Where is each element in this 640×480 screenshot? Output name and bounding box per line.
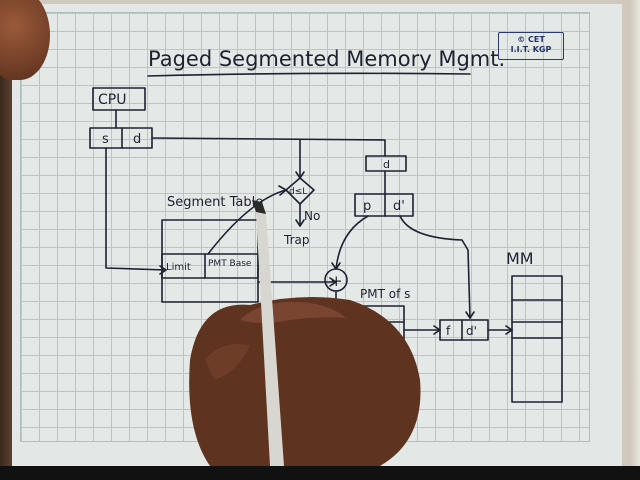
p-arrowhead: [331, 262, 341, 270]
cpu-label: CPU: [98, 92, 126, 108]
dprime-arrowhead: [465, 311, 475, 319]
trap-arrowhead: [295, 219, 305, 227]
dprime-to-physical-line: [399, 215, 471, 319]
offset-line: [151, 137, 386, 157]
physical-dprime-label: d': [466, 324, 477, 338]
frame-label: f: [446, 324, 451, 338]
stamp-line-2: I.I.T. KGP: [510, 45, 552, 54]
segment-table-entry: [161, 253, 259, 279]
pmt-of-s-label: PMT of s: [360, 287, 410, 301]
no-label: No: [304, 209, 320, 223]
d-box: [365, 155, 407, 172]
title-underline: [147, 72, 471, 77]
seg-d-label: d: [133, 132, 141, 147]
bottom-letterbox: [0, 466, 640, 480]
institution-stamp: © CET I.I.T. KGP: [498, 32, 564, 60]
adder-arrowhead: [329, 277, 337, 287]
segment-table-label: Segment Table: [167, 195, 263, 210]
main-memory-box: [511, 275, 563, 403]
limit-label: Limit: [166, 262, 191, 273]
d-box-label: d: [383, 158, 390, 171]
p-dprime-box: [354, 193, 414, 217]
limit-to-compare-line: [207, 189, 287, 255]
pmt-base-label: PMT Base: [208, 259, 252, 269]
limit-arrowhead: [278, 185, 287, 196]
logical-address-box: [89, 127, 153, 149]
compare-label: d≤L: [289, 187, 307, 197]
p-label: p: [363, 199, 371, 214]
dprime-label: d': [393, 199, 405, 214]
diagram-title: Paged Segmented Memory Mgmt.: [148, 47, 505, 71]
seg-s-label: s: [102, 132, 109, 147]
mm-label: MM: [506, 249, 534, 268]
p-to-adder-line: [335, 215, 369, 270]
adder-label: +: [330, 272, 343, 290]
stamp-line-1: © CET: [517, 35, 545, 44]
hand-with-pen: [189, 200, 421, 466]
trap-label: Trap: [283, 233, 309, 247]
cpu-box: [92, 87, 146, 111]
segment-index-line: [105, 147, 167, 271]
graph-paper-grid: [20, 12, 590, 442]
